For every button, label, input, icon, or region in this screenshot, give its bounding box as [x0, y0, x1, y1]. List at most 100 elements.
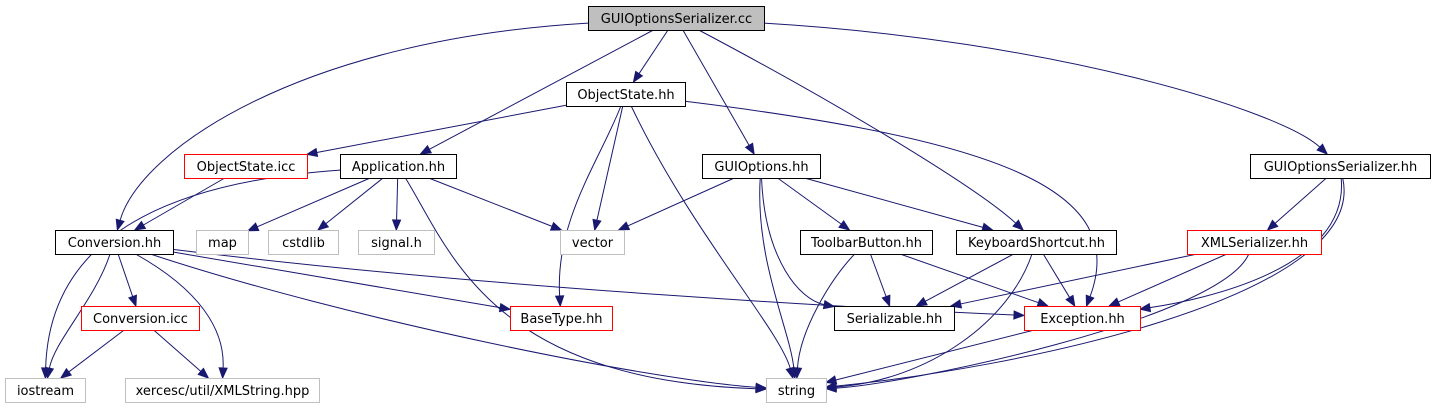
- node-xml-serializer-hh[interactable]: XMLSerializer.hh: [1187, 230, 1322, 255]
- node-application-hh[interactable]: Application.hh: [340, 154, 457, 179]
- edge-arrowhead: [632, 70, 644, 84]
- edge-arrowhead: [128, 294, 137, 308]
- edge-object_state_hh-to-base_type_hh: [558, 105, 622, 297]
- node-object-state-icc[interactable]: ObjectState.icc: [184, 154, 308, 179]
- edge-conversion_hh-to-iostream: [48, 253, 111, 369]
- edge-arrowhead: [305, 147, 319, 158]
- edge-gui_options_hh-to-serializable_hh: [761, 177, 825, 306]
- node-label: KeyboardShortcut.hh: [968, 236, 1105, 251]
- edge-application_hh-to-cstdlib: [325, 177, 384, 225]
- node-box: [766, 378, 827, 403]
- edge-conversion_icc-to-xmlstring_hpp: [153, 329, 202, 372]
- edge-arrowhead: [59, 367, 73, 379]
- edge-object_state_hh-to-vector: [596, 105, 624, 221]
- edge-arrowhead: [915, 296, 928, 307]
- node-gui-options-serializer-hh[interactable]: GUIOptionsSerializer.hh: [1250, 154, 1431, 179]
- node-conversion-icc[interactable]: Conversion.icc: [81, 306, 200, 331]
- edge-arrowhead: [133, 220, 147, 231]
- node-label: GUIOptionsSerializer.hh: [1264, 160, 1418, 175]
- node-serializable-hh[interactable]: Serializable.hh: [834, 306, 955, 331]
- node-label: signal.h: [371, 236, 422, 251]
- edge-application_hh-to-vector: [428, 177, 553, 227]
- node-layer: GUIOptionsSerializer.ccObjectState.hhObj…: [5, 6, 1431, 403]
- edge-toolbar_button_hh-to-serializable_hh: [869, 253, 887, 297]
- edge-arrowhead: [1266, 219, 1279, 231]
- edge-conversion_hh-to-string: [150, 253, 757, 388]
- node-label: string: [778, 384, 815, 399]
- edge-arrowhead: [824, 383, 837, 393]
- node-gui-options-hh[interactable]: GUIOptions.hh: [702, 154, 821, 179]
- edge-arrowhead: [1138, 302, 1152, 313]
- node-box: [588, 6, 765, 31]
- node-box: [358, 230, 435, 255]
- edge-gui_options_serializer_cc-to-gui_options_serializer_hh: [763, 22, 1321, 148]
- node-exception-hh[interactable]: Exception.hh: [1024, 306, 1141, 331]
- edge-object_state_hh-to-exception_hh: [684, 100, 1098, 297]
- node-label: ObjectState.hh: [577, 88, 674, 103]
- edge-application_hh-to-map: [256, 177, 371, 228]
- node-label: Serializable.hh: [847, 312, 943, 327]
- node-box: [1187, 230, 1322, 255]
- node-box: [55, 230, 174, 255]
- node-object-state-hh[interactable]: ObjectState.hh: [566, 82, 686, 107]
- edge-application_hh-to-signal_h: [396, 177, 399, 221]
- edge-application_hh-to-string: [405, 177, 757, 390]
- node-keyboard-shortcut-hh[interactable]: KeyboardShortcut.hh: [956, 230, 1117, 255]
- edge-arrowhead: [197, 367, 210, 379]
- node-label: GUIOptionsSerializer.cc: [601, 12, 752, 27]
- node-box: [834, 306, 955, 331]
- edge-gui_options_serializer_cc-to-keyboard_shortcut_hh: [698, 29, 1017, 224]
- edge-toolbar_button_hh-to-exception_hh: [899, 253, 1039, 304]
- node-xmlstring-hpp: xercesc/util/XMLString.hpp: [125, 378, 320, 403]
- edge-xml_serializer_hh-to-exception_hh: [1118, 253, 1228, 303]
- edge-layer: [40, 22, 1345, 394]
- node-box: [510, 306, 613, 331]
- edge-arrowhead: [1107, 297, 1121, 307]
- node-cstdlib: cstdlib: [268, 230, 339, 255]
- edge-arrowhead: [755, 382, 768, 392]
- node-vector: vector: [560, 230, 625, 255]
- node-box: [81, 306, 200, 331]
- edge-arrowhead: [1013, 310, 1026, 320]
- edge-gui_options_serializer_cc-to-conversion_hh: [119, 22, 589, 221]
- edge-arrowhead: [1316, 143, 1329, 155]
- node-box: [125, 378, 320, 403]
- edge-arrowhead: [316, 219, 330, 231]
- edge-exception_hh-to-string: [835, 329, 1035, 381]
- edge-arrowhead: [115, 218, 125, 232]
- node-box: [800, 230, 933, 255]
- node-box: [184, 154, 308, 179]
- node-label: cstdlib: [282, 236, 325, 251]
- edge-xml_serializer_hh-to-serializable_hh: [960, 253, 1198, 305]
- edge-arrowhead: [744, 142, 755, 156]
- edge-gui_options_hh-to-toolbar_button_hh: [777, 177, 842, 225]
- edge-object_state_hh-to-object_state_icc: [316, 104, 567, 153]
- node-box: [1024, 306, 1141, 331]
- edge-arrowhead: [822, 299, 836, 310]
- edge-keyboard_shortcut_hh-to-serializable_hh: [925, 253, 1014, 302]
- node-string: string: [766, 378, 827, 403]
- edge-gui_options_serializer_cc-to-object_state_hh: [638, 29, 669, 74]
- node-box: [5, 378, 86, 403]
- node-conversion-hh[interactable]: Conversion.hh: [55, 230, 174, 255]
- node-label: ObjectState.icc: [197, 160, 296, 175]
- edge-arrowhead: [554, 295, 565, 308]
- node-box: [702, 154, 821, 179]
- edge-keyboard_shortcut_hh-to-string: [835, 253, 1033, 388]
- node-box: [340, 154, 457, 179]
- node-gui-options-serializer-cc[interactable]: GUIOptionsSerializer.cc: [588, 6, 765, 31]
- node-toolbar-button-hh[interactable]: ToolbarButton.hh: [800, 230, 933, 255]
- node-base-type-hh[interactable]: BaseType.hh: [510, 306, 613, 331]
- edge-arrowhead: [549, 221, 563, 231]
- edge-arrowhead: [218, 367, 228, 380]
- node-label: map: [208, 236, 237, 251]
- node-label: GUIOptions.hh: [714, 160, 808, 175]
- node-iostream: iostream: [5, 378, 86, 403]
- edge-arrowhead: [498, 302, 512, 313]
- edge-arrowhead: [881, 294, 891, 308]
- edge-gui_options_serializer_hh-to-xml_serializer_hh: [1274, 177, 1327, 224]
- node-label: vector: [572, 236, 614, 251]
- edge-object_state_hh-to-string: [630, 105, 791, 369]
- edge-xml_serializer_hh-to-string: [835, 253, 1250, 389]
